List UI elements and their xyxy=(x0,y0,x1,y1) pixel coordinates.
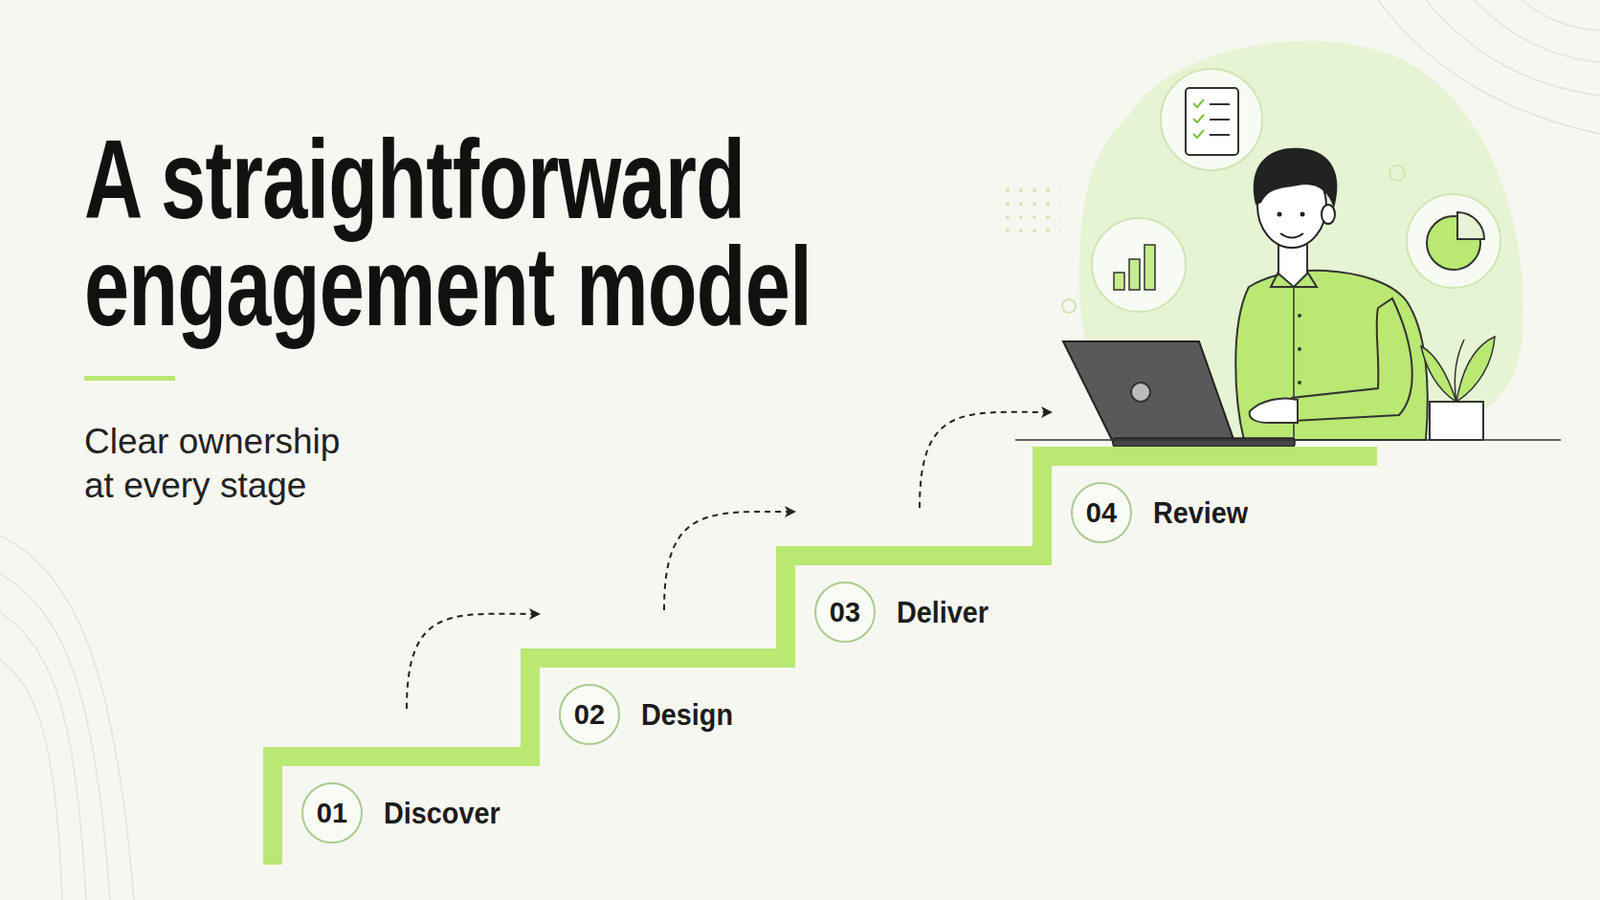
bar-chart-icon xyxy=(1091,218,1186,312)
deco-circle xyxy=(1062,299,1076,313)
accent-rule xyxy=(84,376,176,381)
deco-circle xyxy=(1389,165,1405,181)
step-number: 03 xyxy=(814,581,876,644)
stage-step: 03 Deliver xyxy=(795,508,1045,652)
step-label: Deliver xyxy=(896,581,989,644)
dot-grid xyxy=(1002,181,1061,236)
step-label: Discover xyxy=(383,782,501,845)
desk-line xyxy=(1015,439,1561,442)
arm xyxy=(1249,298,1413,423)
plant xyxy=(1421,336,1495,441)
flow-arrow xyxy=(664,511,796,611)
flow-arrow xyxy=(406,614,540,710)
step-number: 04 xyxy=(1070,482,1133,544)
step-label: Review xyxy=(1153,482,1248,544)
step-number: 02 xyxy=(558,684,621,746)
pie-chart-icon xyxy=(1406,194,1501,289)
step-number: 01 xyxy=(301,782,363,845)
stage-step: 01 Discover xyxy=(282,709,532,853)
checklist-icon xyxy=(1160,68,1263,171)
laptop xyxy=(1063,341,1295,447)
step-label: Design xyxy=(641,684,734,746)
subtitle: Clear ownership at every stage xyxy=(84,420,367,509)
slide-title: A straightforward engagement model xyxy=(84,126,853,341)
stair-line xyxy=(272,456,1378,866)
stage-step: 02 Design xyxy=(539,610,789,755)
person xyxy=(1235,148,1428,441)
flow-arrow xyxy=(919,412,1052,509)
stage-step: 04 Review xyxy=(1051,408,1301,553)
